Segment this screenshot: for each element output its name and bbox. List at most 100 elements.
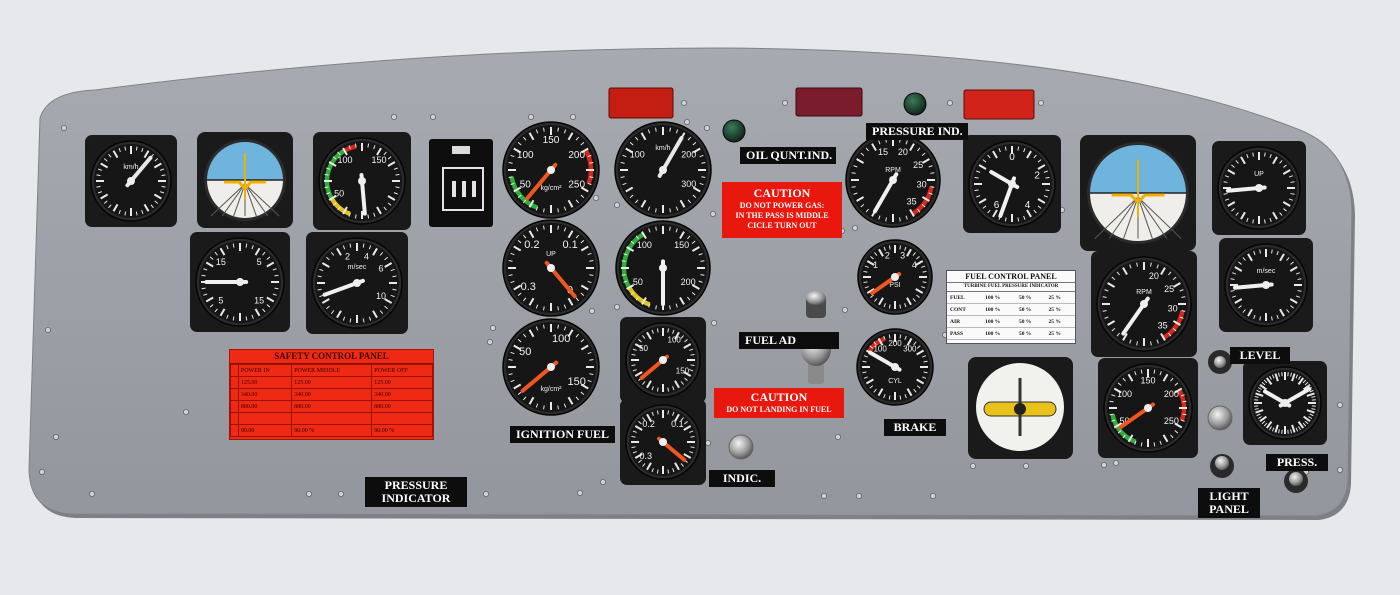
gauge-tick [640, 132, 647, 141]
gauge-tick [621, 260, 626, 262]
adi-perspective-line [244, 183, 257, 217]
gauge-tick [987, 209, 991, 214]
gauge-tick [557, 127, 559, 132]
gauge-tick [629, 194, 634, 199]
gauge-unit-label: CYL [888, 378, 902, 385]
gauge-tick [623, 253, 628, 256]
ignition-key-switch[interactable] [429, 139, 493, 227]
gauge-tick [869, 385, 874, 389]
level-knob[interactable] [1207, 405, 1233, 431]
gauge-tick [642, 335, 646, 339]
gauge-tick-label: 100 [637, 240, 652, 250]
gauge-tick [687, 235, 691, 240]
gauge-tick [141, 147, 144, 153]
gauge-tick [1290, 193, 1295, 195]
gauge-tick [567, 396, 574, 405]
gauge-tick-label: 0.3 [521, 281, 536, 293]
gauge-tick [1269, 426, 1272, 431]
gauge-tick [656, 328, 659, 333]
gauge-tick [1116, 271, 1120, 276]
gauge-tick [620, 176, 625, 178]
light-panel-toggle[interactable] [1210, 454, 1234, 478]
table-cell: 100 % [982, 327, 1017, 340]
gauge-tick [904, 246, 907, 251]
gauge-tick [1269, 375, 1272, 380]
panel-screw [947, 100, 954, 107]
fuel-adjust-knob[interactable] [806, 291, 826, 318]
panel-screw [589, 307, 596, 314]
gauge-tick [620, 162, 625, 164]
gauge-tick [1033, 154, 1037, 159]
warning-light-left [608, 87, 674, 119]
key-frame [442, 167, 484, 211]
gauge-tick [517, 194, 522, 199]
panel-screw [821, 492, 828, 499]
gauge-tick [393, 192, 398, 195]
gauge-tick [1246, 154, 1249, 159]
gauge-tick [1242, 257, 1246, 261]
gauge-tick [1127, 373, 1134, 382]
gauge-tick [680, 381, 684, 385]
gauge-tick [557, 405, 559, 410]
gauge-tick [878, 140, 881, 145]
gauge-tick [266, 304, 271, 308]
gauge-tick [905, 140, 908, 145]
press-toggle[interactable] [1284, 469, 1308, 493]
gauge-tick [1102, 296, 1107, 298]
gauge-tick [96, 174, 101, 177]
gauge-tick-label: 5 [257, 257, 262, 267]
gauge-tick [543, 324, 545, 329]
gauge-tick [589, 373, 594, 375]
gauge-tick [976, 170, 981, 173]
gauge-hub [891, 273, 899, 281]
gauge-tick [674, 413, 680, 422]
gauge-tick [362, 243, 365, 248]
gauge-tick [917, 208, 921, 213]
gauge-tick [209, 256, 214, 260]
gauge-tick [587, 351, 592, 355]
clock-gauge [1243, 361, 1327, 445]
gauge-tick [899, 304, 902, 309]
label-pressure-indicator-bottom: PRESSURE INDICATOR [365, 477, 467, 507]
table-cell [230, 400, 239, 413]
gauge-hub [1008, 180, 1016, 188]
gauge-tick [580, 147, 589, 154]
indicator-knob[interactable] [728, 434, 754, 460]
gauge-tick [575, 199, 580, 204]
gauge-tick [373, 145, 376, 150]
gauge-tick [1297, 290, 1302, 292]
gauge-tick [883, 335, 886, 340]
gauge-tick [1288, 175, 1293, 178]
gauge-tick [209, 304, 214, 308]
gauge-tick [1174, 382, 1179, 386]
label-ignition-fuel: IGNITION FUEL [510, 426, 615, 443]
gauge-tick [319, 294, 324, 298]
gauge-tick [205, 261, 214, 268]
gauge-tick [689, 451, 694, 454]
table-cell: 25 % [1045, 303, 1075, 316]
gauge-tick [379, 310, 384, 314]
gauge-tick [622, 154, 627, 158]
gauge-tick [153, 193, 162, 200]
gauge-tick [1252, 152, 1254, 157]
gauge-tick-label: 50 [520, 179, 532, 190]
table-cell: 100 % [982, 292, 1017, 304]
gauge-tick [1182, 400, 1187, 403]
gauge-tick [1309, 413, 1314, 417]
gauge-tick [1179, 289, 1184, 292]
gauge-tick [1235, 160, 1239, 164]
gauge-tick-label: 100 [517, 150, 534, 161]
gauge-tick [368, 316, 372, 321]
gauge-tick [853, 165, 858, 168]
gauge-tick [646, 462, 652, 471]
gauge-tick [1261, 420, 1266, 425]
gauge-tick [992, 209, 998, 218]
gauge-tick [528, 199, 535, 208]
gauge-tick [701, 162, 706, 164]
gauge-tick [1286, 257, 1290, 261]
gauge-tick [587, 252, 592, 256]
level-toggle[interactable] [1208, 350, 1232, 374]
label-light-panel: LIGHT PANEL [1198, 488, 1260, 518]
gauge-tick [384, 262, 393, 268]
